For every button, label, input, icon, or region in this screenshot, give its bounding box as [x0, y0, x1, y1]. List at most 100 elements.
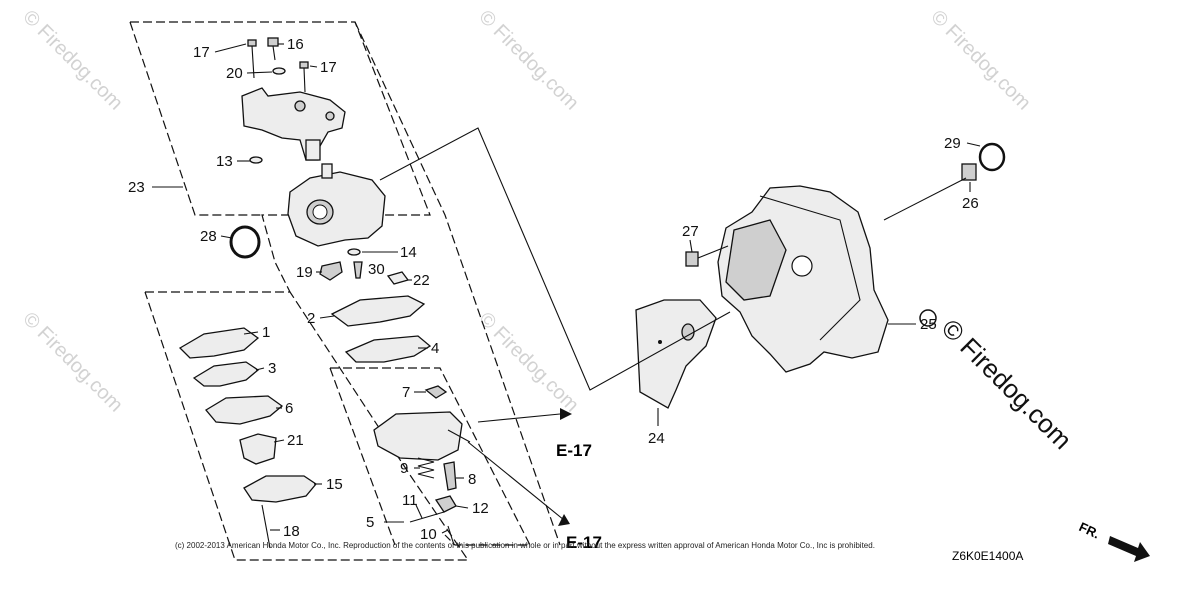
leader-e17-b: [467, 441, 565, 521]
housing-bore: [791, 255, 813, 277]
leader-28: [220, 235, 233, 239]
housing-intake: [725, 219, 787, 301]
leader-20: [246, 71, 273, 74]
leader-27: [689, 239, 693, 253]
plate-3: [192, 361, 260, 387]
reference-e17-lower: E-17: [566, 533, 602, 552]
part-19: [319, 261, 343, 281]
callout-4: 4: [431, 340, 439, 357]
screw-10: [447, 525, 455, 546]
cover-6: [205, 395, 284, 425]
front-direction-indicator: FR.: [1077, 519, 1150, 562]
body-port: [325, 111, 335, 121]
leader-1: [243, 331, 259, 335]
callout-13: 13: [216, 153, 233, 170]
enclosure-lower-right: [330, 367, 531, 546]
screw-17b-head: [299, 61, 309, 69]
bolt-26: [883, 163, 977, 221]
leader-12: [455, 505, 469, 509]
callout-10: 10: [420, 526, 437, 543]
lever-12: [434, 495, 457, 513]
leader-10: [441, 529, 449, 534]
lower-right-stack: [373, 385, 471, 546]
cover-plate-24: [635, 299, 717, 409]
washer-25-ring: [919, 309, 937, 327]
leader-17a: [214, 43, 247, 53]
part-14: [347, 248, 361, 256]
clip-13: [249, 156, 263, 164]
callout-1: 1: [262, 324, 270, 341]
callout-20: 20: [226, 65, 243, 82]
watermark-mid-center: © Firedog.com: [474, 308, 583, 417]
pin-11: [409, 511, 445, 523]
body-tube: [321, 163, 333, 179]
leader-2: [319, 315, 335, 319]
watermark-top-right: © Firedog.com: [926, 6, 1035, 115]
watermark-top-left: © Firedog.com: [18, 6, 127, 115]
callout-2: 2: [307, 310, 315, 327]
plate-1: [178, 327, 260, 359]
diaphragm-plates: [330, 295, 432, 363]
callout-7: 7: [402, 384, 410, 401]
enclosure-inner-right: [329, 367, 396, 546]
bolt-26-shank: [883, 177, 967, 221]
watermark-group: © Firedog.com © Firedog.com © Firedog.co…: [18, 6, 1077, 455]
valve-8: [443, 461, 457, 491]
callout-6: 6: [285, 400, 293, 417]
cover-plate-24-shape: [635, 299, 717, 409]
leader-3: [255, 367, 265, 371]
callout-22: 22: [413, 272, 430, 289]
callout-5: 5: [366, 514, 374, 531]
housing-25: [717, 185, 889, 373]
arrow-e17-a: [560, 408, 572, 420]
venturi-inner: [312, 204, 328, 220]
leader-21: [273, 439, 285, 443]
callout-14: 14: [400, 244, 417, 261]
screw-17-head: [247, 39, 257, 47]
carburetor-top-body: [241, 87, 346, 161]
chamber-tube: [447, 429, 471, 443]
callout-27: 27: [682, 223, 699, 240]
callout-19: 19: [296, 264, 313, 281]
connect-carb-cover: [379, 127, 731, 391]
enclosure-lines: [129, 21, 561, 561]
callout-17-right: 17: [320, 59, 337, 76]
callout-3: 3: [268, 360, 276, 377]
spring-9: [417, 457, 435, 479]
leader-lines: [152, 43, 981, 534]
callout-16: 16: [287, 36, 304, 53]
callout-23: 23: [128, 179, 145, 196]
callout-18: 18: [283, 523, 300, 540]
part-7: [424, 385, 448, 399]
copyright-notice: (c) 2002-2013 American Honda Motor Co., …: [175, 541, 875, 550]
front-arrow-icon: [1108, 536, 1150, 562]
callout-11: 11: [402, 492, 418, 509]
callout-9: 9: [400, 460, 408, 477]
bolt-27-shank: [697, 245, 729, 259]
enclosure-upper-left: [129, 21, 262, 216]
screw-17b-shank: [303, 67, 306, 93]
carburetor-main-body-shape: [287, 171, 386, 247]
arrow-e17-b: [558, 514, 570, 526]
housing-rib: [759, 195, 861, 341]
washer-29: [978, 142, 1006, 172]
cover-plate-dot: [658, 340, 662, 344]
bolt-27-head: [685, 251, 699, 267]
cover-15: [243, 475, 317, 503]
leader-11: [415, 504, 423, 519]
gasket-28: [229, 225, 261, 259]
front-label: FR.: [1077, 519, 1102, 541]
callout-24: 24: [648, 430, 665, 447]
callout-15: 15: [326, 476, 343, 493]
callout-26: 26: [962, 195, 979, 212]
callout-21: 21: [287, 432, 304, 449]
washer-20: [272, 67, 286, 75]
callout-28: 28: [200, 228, 217, 245]
carburetor-top-body-shape: [241, 87, 346, 161]
screw-18: [261, 504, 271, 549]
cup-21: [239, 433, 277, 465]
plug-16-stem: [272, 45, 276, 61]
diagram-code: Z6K0E1400A: [952, 549, 1023, 563]
body-neck: [305, 139, 321, 161]
